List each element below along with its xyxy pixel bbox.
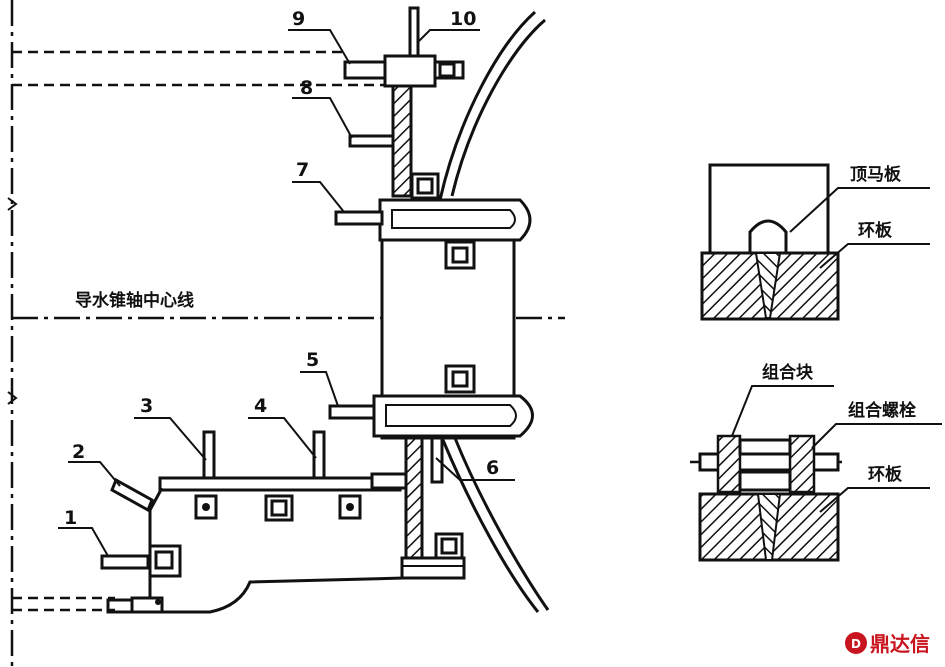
guide-plate	[438, 10, 536, 201]
tab-4	[312, 430, 326, 480]
leader-line	[68, 461, 121, 487]
detail-combo-piece-left	[716, 434, 742, 494]
leader-line	[819, 487, 930, 513]
leader-line	[292, 181, 345, 213]
leader-line	[811, 423, 942, 449]
foot	[130, 596, 164, 614]
lower-clamp	[372, 394, 534, 438]
tab-1	[100, 554, 150, 570]
leader-line	[819, 243, 930, 269]
label-ring-top: 环板	[858, 220, 893, 241]
detail-weld-bump	[748, 219, 788, 255]
leader-line	[288, 29, 351, 65]
guide-plate-lower	[441, 439, 540, 613]
label-8: 8	[300, 77, 313, 99]
lower-clamp-slot	[385, 404, 517, 427]
square-hole-inner	[440, 537, 458, 555]
top-rod	[408, 6, 420, 60]
upper-clamp	[378, 198, 532, 242]
bolt-nut	[383, 54, 437, 88]
vertical-member-top	[391, 84, 413, 198]
leader-line	[789, 187, 930, 233]
label-1: 1	[64, 507, 77, 529]
border-notch	[7, 197, 18, 211]
leader-line	[248, 417, 317, 459]
base-plate	[400, 556, 466, 580]
label-combo-piece: 组合块	[762, 362, 814, 383]
square-hole-inner	[451, 246, 469, 264]
label-9: 9	[292, 8, 305, 30]
hole-dot	[202, 503, 210, 511]
guide-plate	[450, 18, 546, 197]
bolt-head-left	[343, 60, 387, 80]
logo-mark: D	[851, 637, 861, 651]
arm-2	[110, 477, 154, 513]
hole-dot	[346, 503, 354, 511]
label-10: 10	[450, 8, 476, 30]
square-hole-inner	[154, 550, 174, 570]
arm-connector	[370, 472, 408, 490]
tab-8	[348, 134, 395, 148]
leader-line	[300, 371, 339, 407]
label-6: 6	[486, 457, 499, 479]
lower-body-outline	[106, 487, 405, 614]
tab-3	[202, 430, 216, 480]
label-7: 7	[296, 159, 309, 181]
square-hole-top-inner	[416, 177, 434, 195]
detail-weld	[754, 252, 782, 319]
square-hole	[444, 240, 476, 270]
label-3: 3	[140, 395, 153, 417]
lower-arm	[158, 476, 402, 492]
tab-7	[334, 210, 384, 226]
leader-line	[435, 457, 515, 481]
guide-plate-lower	[453, 437, 550, 611]
detail-combo-piece-mid-low	[738, 470, 792, 492]
hole-dot	[155, 599, 161, 605]
square-hole-inner	[451, 370, 469, 388]
leader-line	[731, 385, 834, 437]
label-4: 4	[254, 395, 267, 417]
detail-combo-piece-mid	[738, 438, 792, 456]
border-notch	[7, 391, 18, 405]
bolt-hole	[438, 62, 456, 78]
watermark-text: 鼎达信	[870, 632, 930, 656]
centerline-label: 导水锥轴中心线	[75, 290, 194, 311]
detail-combo-piece-right	[788, 434, 816, 494]
label-combo-bolt: 组合螺栓	[848, 400, 916, 421]
tab-5	[328, 404, 376, 420]
label-2: 2	[72, 441, 85, 463]
watermark: D 鼎达信	[845, 632, 930, 656]
vertical-member-bottom	[404, 436, 424, 560]
upper-clamp-slot	[391, 209, 516, 229]
label-ring-bottom: 环板	[868, 464, 903, 485]
label-5: 5	[306, 349, 319, 371]
detail-weld-lower	[756, 493, 782, 561]
leader-line	[292, 97, 353, 139]
leader-line	[134, 417, 207, 461]
square-hole-inner	[270, 499, 288, 517]
label-plate-top: 顶马板	[850, 164, 902, 185]
leader-line	[417, 29, 480, 43]
dingdaxin-logo-icon	[845, 632, 867, 654]
leader-line	[58, 527, 109, 557]
